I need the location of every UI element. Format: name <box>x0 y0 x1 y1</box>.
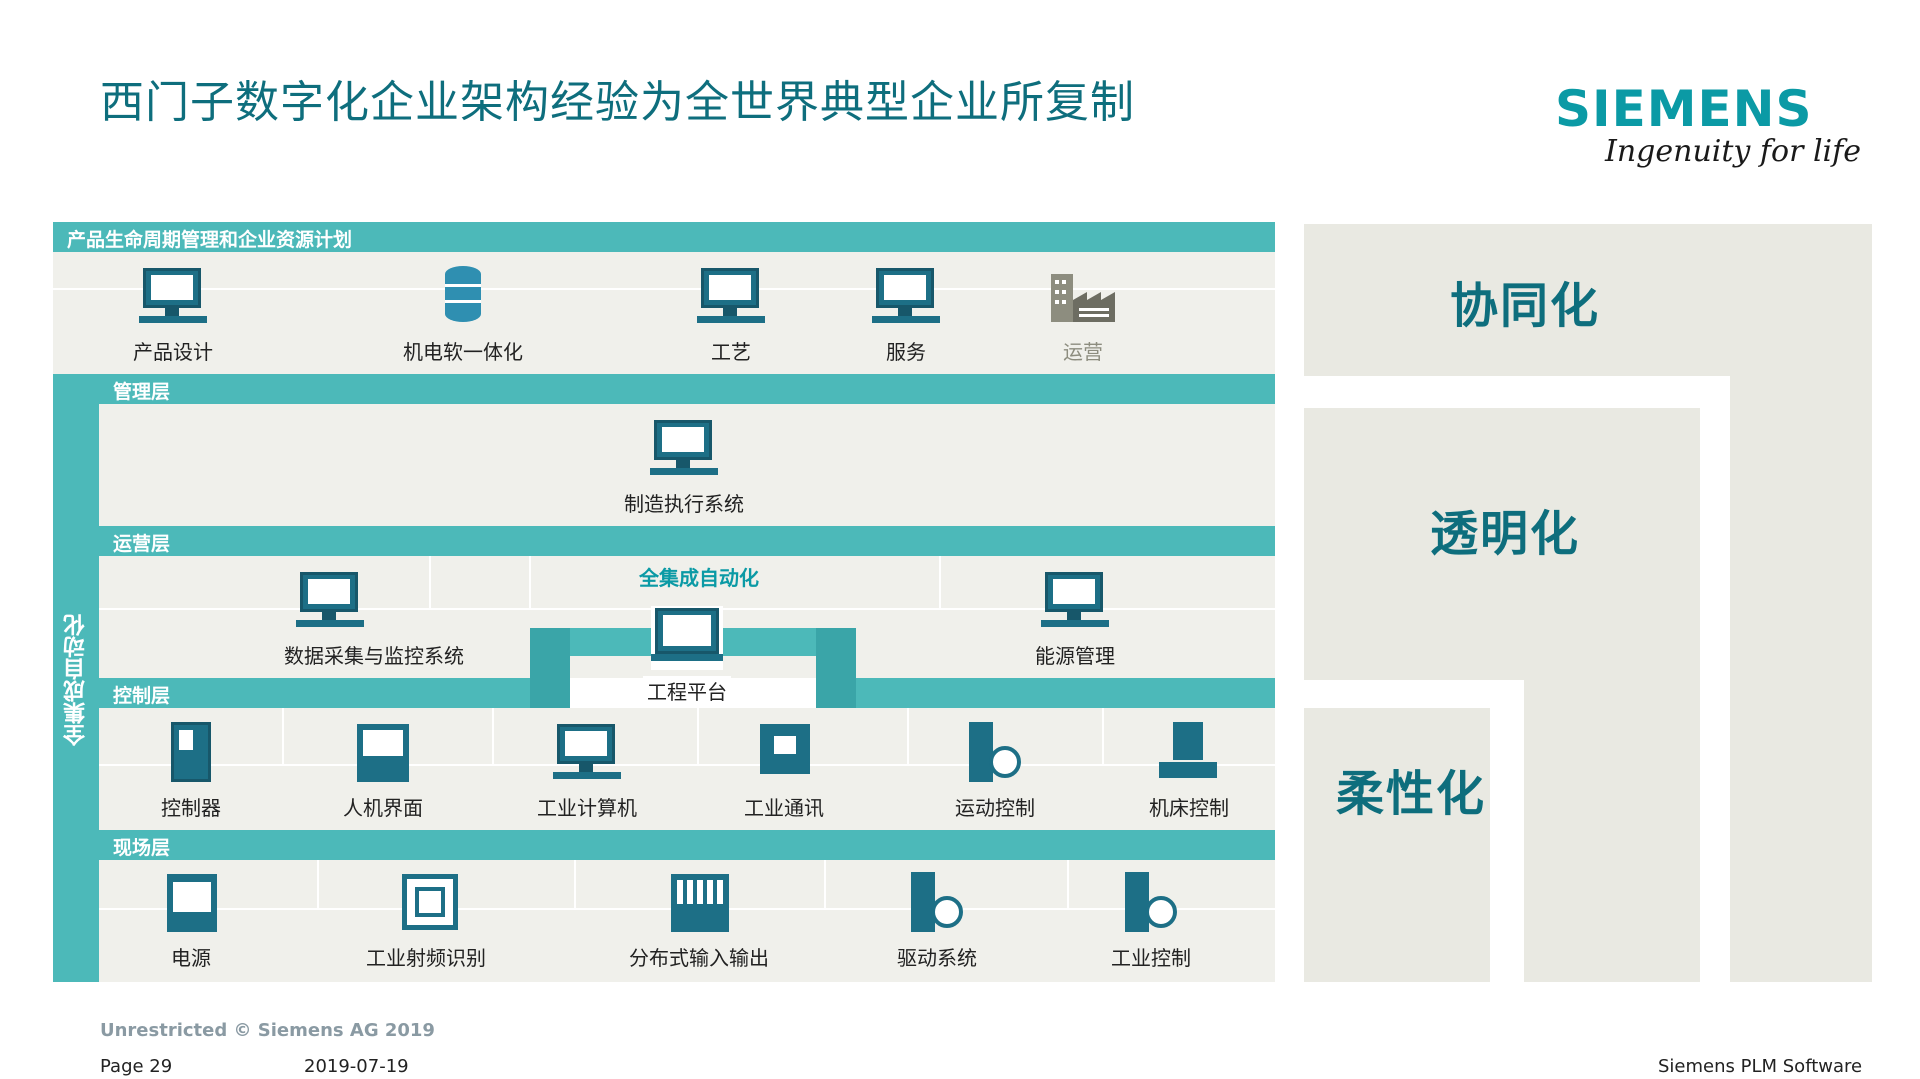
node-operations: 运营 <box>993 266 1173 365</box>
industrial-control-icon <box>1115 872 1187 936</box>
node-drive-system: 驱动系统 <box>847 872 1027 971</box>
motion-control-icon <box>959 722 1031 786</box>
monitor-3d-icon <box>137 266 209 330</box>
plm-band: 产品设计 机电软一体化 工艺 服务 运营 <box>53 252 1275 374</box>
distributed-io-icon <box>663 872 735 936</box>
industrial-pc-icon <box>551 722 623 786</box>
siemens-logo: SIEMENS <box>1555 80 1813 138</box>
transparent-block-top <box>1304 408 1700 680</box>
monitor-energy-icon <box>1039 570 1111 634</box>
node-machine-tool: 机床控制 <box>1099 722 1279 821</box>
plm-header-bar: 产品生命周期管理和企业资源计划 <box>53 222 1275 252</box>
footer-page: Page 29 <box>100 1056 173 1077</box>
vertical-label: 全集成自动化 <box>64 614 89 746</box>
monitor-process-icon <box>695 266 767 330</box>
footer-classification: Unrestricted © Siemens AG 2019 <box>100 1020 435 1041</box>
pillar-collaborative: 协同化 <box>1450 278 1601 334</box>
footer-company: Siemens PLM Software <box>1658 1056 1863 1077</box>
node-mes: 制造执行系统 <box>594 418 774 517</box>
power-supply-icon <box>155 872 227 936</box>
collaborative-block-side <box>1730 376 1872 982</box>
node-rfid: 工业射频识别 <box>336 872 516 971</box>
logo-tagline: Ingenuity for life <box>1605 134 1861 169</box>
operations-header: 运营层 <box>113 533 171 555</box>
integrated-automation-sidebar: 全集成自动化 <box>53 374 99 982</box>
node-mechatronics: 机电软一体化 <box>373 266 553 365</box>
monitor-service-icon <box>870 266 942 330</box>
node-energy: 能源管理 <box>985 570 1165 669</box>
node-engineering-platform: 工程平台 <box>597 606 777 705</box>
controller-icon <box>155 722 227 786</box>
node-hmi: 人机界面 <box>293 722 473 821</box>
node-service: 服务 <box>816 266 996 365</box>
transparent-block-side <box>1524 680 1700 982</box>
bridge-right-support <box>816 628 856 710</box>
control-header-bar-right <box>856 678 1275 708</box>
rfid-icon <box>390 872 462 936</box>
field-header-bar: 现场层 <box>99 830 1275 860</box>
operations-header-bar: 运营层 <box>99 526 1275 556</box>
node-process: 工艺 <box>641 266 821 365</box>
node-controller: 控制器 <box>101 722 281 821</box>
factory-icon <box>1047 266 1119 330</box>
machine-tool-icon <box>1153 722 1225 786</box>
node-power-supply: 电源 <box>101 872 281 971</box>
monitor-scada-icon <box>294 570 366 634</box>
tia-center-title: 全集成自动化 <box>639 566 759 590</box>
collaborative-block-top <box>1304 224 1872 376</box>
page-title: 西门子数字化企业架构经验为全世界典型企业所复制 <box>100 77 1135 128</box>
bridge-left-support <box>530 628 570 710</box>
hmi-icon <box>347 722 419 786</box>
node-scada: 数据采集与监控系统 <box>264 570 484 669</box>
plm-header: 产品生命周期管理和企业资源计划 <box>67 229 353 251</box>
management-header-bar: 管理层 <box>99 374 1275 404</box>
node-industrial-comm: 工业通讯 <box>694 722 874 821</box>
footer-date: 2019-07-19 <box>304 1056 409 1077</box>
pillar-flexible: 柔性化 <box>1336 766 1487 822</box>
management-band: 制造执行系统 <box>99 404 1275 526</box>
control-header: 控制层 <box>113 685 171 707</box>
monitor-chart-icon <box>648 418 720 482</box>
field-band: 电源 工业射频识别 分布式输入输出 驱动系统 工业控制 <box>99 860 1275 982</box>
database-icon <box>427 266 499 330</box>
node-distributed-io: 分布式输入输出 <box>599 872 799 971</box>
control-header-bar: 控制层 <box>99 678 530 708</box>
network-icon <box>748 722 820 786</box>
pillar-transparent: 透明化 <box>1430 506 1581 562</box>
field-header: 现场层 <box>113 837 171 859</box>
node-product-design: 产品设计 <box>83 266 263 365</box>
node-industrial-control: 工业控制 <box>1061 872 1241 971</box>
node-industrial-pc: 工业计算机 <box>497 722 677 821</box>
management-header: 管理层 <box>113 381 171 403</box>
flexible-block <box>1304 708 1490 982</box>
node-motion-control: 运动控制 <box>905 722 1085 821</box>
drive-icon <box>901 872 973 936</box>
control-band: 控制器 人机界面 工业计算机 工业通讯 运动控制 机床控制 <box>99 708 1275 830</box>
laptop-icon <box>651 606 723 670</box>
